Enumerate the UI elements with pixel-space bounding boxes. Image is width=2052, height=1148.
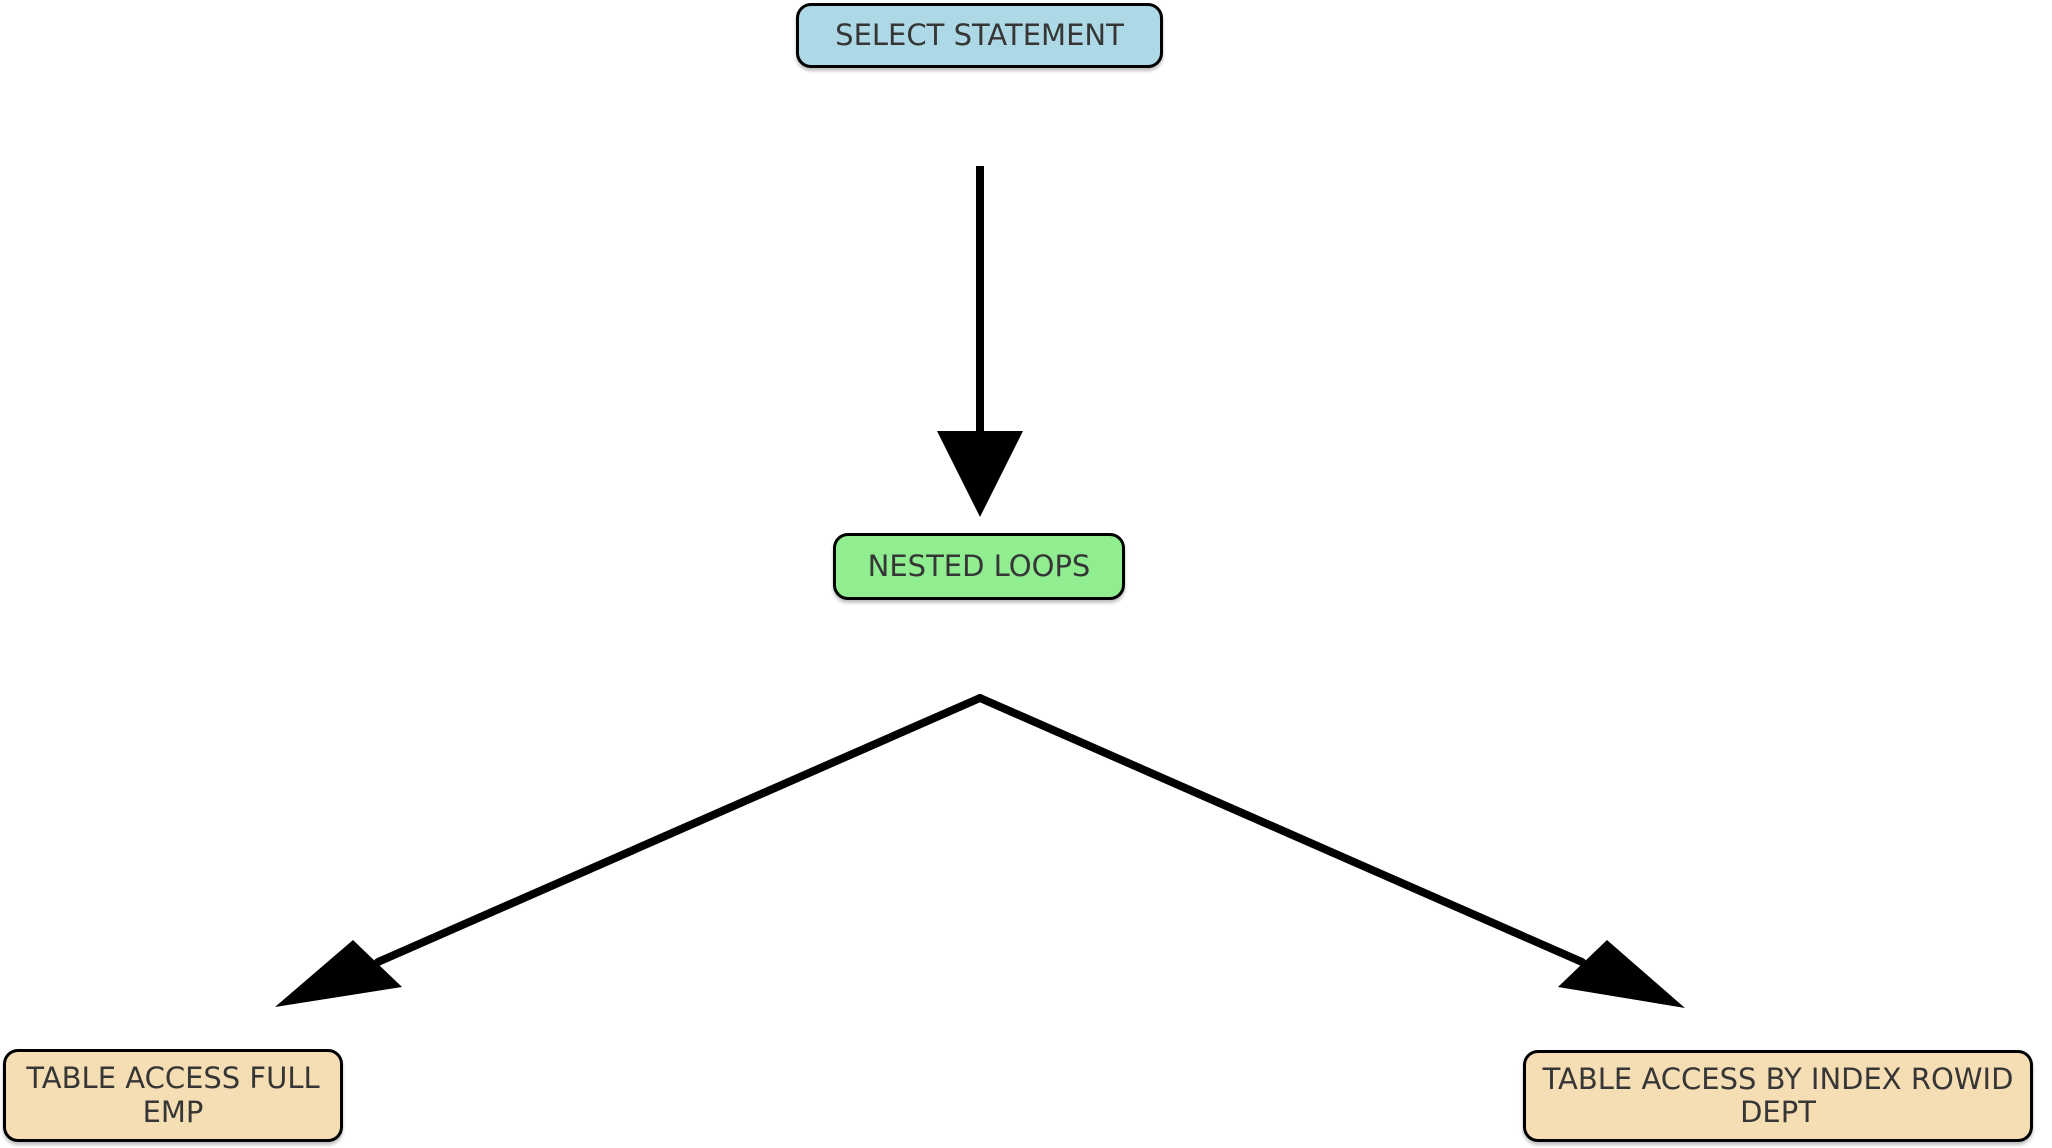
node-table-access-full-emp: TABLE ACCESS FULL EMP: [3, 1049, 343, 1142]
arrowhead-down-right-icon: [1558, 940, 1685, 1008]
edge-select-statement-to-nested-loops: [937, 166, 1023, 517]
arrowhead-down-icon: [937, 431, 1023, 517]
node-table-access-by-index-rowid-dept-sublabel: DEPT: [1740, 1095, 1816, 1129]
node-table-access-by-index-rowid-dept-label: TABLE ACCESS BY INDEX ROWID: [1542, 1061, 2014, 1096]
node-nested-loops: NESTED LOOPS: [833, 533, 1125, 600]
edge-line-left-diagonal: [374, 694, 984, 966]
node-nested-loops-label: NESTED LOOPS: [867, 548, 1091, 583]
node-table-access-full-emp-label: TABLE ACCESS FULL: [26, 1061, 320, 1096]
arrowhead-down-left-icon: [275, 940, 402, 1007]
node-select-statement-label: SELECT STATEMENT: [835, 17, 1124, 52]
node-select-statement: SELECT STATEMENT: [796, 3, 1163, 68]
node-table-access-full-emp-sublabel: EMP: [142, 1094, 204, 1129]
edge-line-right-diagonal: [976, 694, 1586, 966]
edge-nested-loops-to-table-access-by-index-rowid-dept: [976, 694, 1685, 1008]
node-table-access-by-index-rowid-dept: TABLE ACCESS BY INDEX ROWID DEPT: [1523, 1050, 2033, 1142]
edge-nested-loops-to-table-access-full-emp: [275, 694, 984, 1007]
